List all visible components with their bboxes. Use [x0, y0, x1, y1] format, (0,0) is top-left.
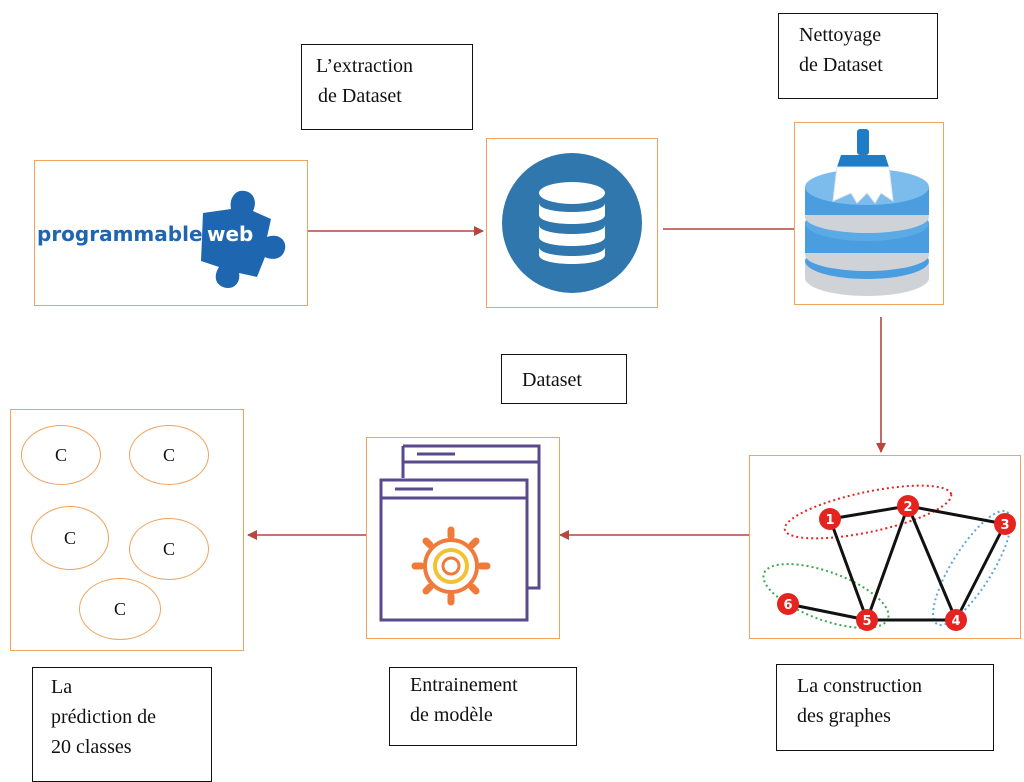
label-nettoyage-line1: Nettoyage	[799, 24, 882, 46]
label-entrainement-line2: de modèle	[410, 704, 493, 726]
label-dataset: Dataset	[501, 354, 627, 404]
class-bubble: C	[21, 425, 101, 485]
community-red-ellipse	[783, 484, 953, 540]
graph-node-4-label: 4	[951, 614, 960, 629]
database-icon	[502, 153, 642, 293]
database-brush-icon	[805, 129, 929, 296]
class-bubble: C	[129, 425, 209, 485]
graph-node-4	[945, 609, 967, 631]
graph-node-2-label: 2	[903, 500, 912, 515]
graph-node-5-label: 5	[862, 614, 871, 629]
graph-node-3	[994, 513, 1016, 535]
graph-node-6	[777, 593, 799, 615]
class-bubble: C	[31, 506, 109, 570]
graph-node-2	[897, 495, 919, 517]
graph-node-1	[819, 508, 841, 530]
label-dataset-text: Dataset	[522, 369, 582, 391]
label-extraction: L’extraction de Dataset	[301, 44, 473, 130]
label-construction: La construction des graphes	[776, 664, 994, 751]
class-bubble: C	[129, 518, 209, 580]
label-extraction-line2: de Dataset	[318, 85, 402, 107]
label-entrainement: Entrainement de modèle	[389, 667, 577, 746]
graph-node-1-label: 1	[825, 513, 834, 528]
logo-text-left: programmable	[37, 222, 203, 246]
programmableweb-logo: programmable web	[37, 190, 286, 289]
class-bubble: C	[79, 578, 161, 640]
graph-icon: 1 2 3 4 5 6	[762, 484, 1016, 631]
puzzle-icon	[201, 190, 286, 289]
training-box	[366, 437, 560, 639]
label-prediction-line2: prédiction de	[51, 706, 156, 728]
label-prediction-line3: 20 classes	[51, 736, 132, 758]
cleaning-box	[794, 122, 944, 305]
graph-node-3-label: 3	[1000, 518, 1009, 533]
label-construction-line2: des graphes	[797, 705, 891, 727]
label-nettoyage-line2: de Dataset	[799, 54, 883, 76]
label-prediction: La prédiction de 20 classes	[32, 667, 212, 782]
graph-node-5	[856, 609, 878, 631]
graph-box: 1 2 3 4 5 6	[749, 455, 1021, 639]
logo-text-right: web	[207, 222, 253, 246]
graph-node-6-label: 6	[783, 598, 792, 613]
label-nettoyage: Nettoyage de Dataset	[778, 13, 938, 99]
database-box	[486, 138, 658, 308]
label-extraction-line1: L’extraction	[316, 55, 414, 77]
gear-icon	[411, 526, 491, 606]
label-prediction-line1: La	[51, 676, 73, 698]
classes-box: C C C C C	[10, 409, 244, 651]
programmableweb-box: programmable web	[34, 160, 308, 306]
label-construction-line1: La construction	[797, 675, 922, 697]
label-entrainement-line1: Entrainement	[410, 674, 518, 696]
model-training-icon	[379, 444, 541, 622]
